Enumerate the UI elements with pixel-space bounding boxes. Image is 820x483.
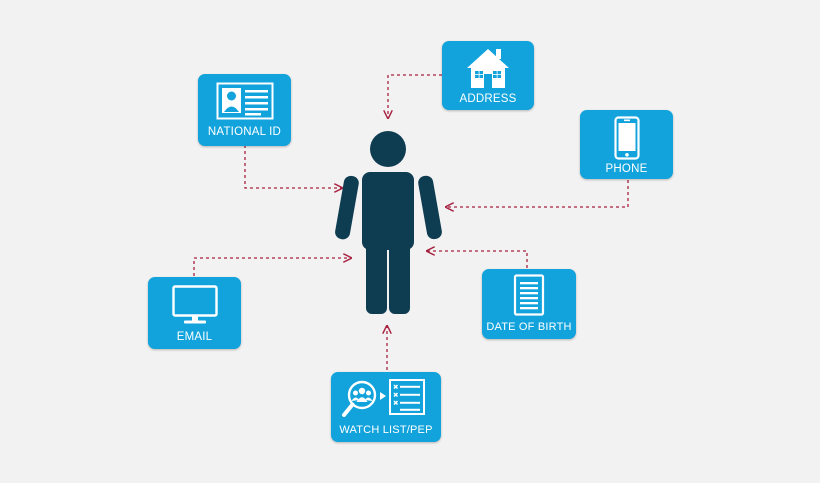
email-label: EMAIL [176,331,213,343]
phone-label: PHONE [605,163,648,175]
address-card: ADDRESS [442,41,534,110]
smartphone-icon [580,116,673,160]
connector-national-id [244,145,342,188]
national-id-card: NATIONAL ID [198,74,291,146]
date-of-birth-label: DATE OF BIRTH [486,321,572,333]
phone-card: PHONE [580,110,673,179]
house-icon [442,46,534,90]
connector-date-of-birth [427,251,528,268]
connector-email [193,258,351,276]
connector-phone [446,180,629,207]
email-card: EMAIL [148,277,241,349]
id-card-icon [198,82,291,120]
computer-monitor-icon [148,285,241,327]
watch-list-label: WATCH LIST/PEP [339,424,433,436]
national-id-label: NATIONAL ID [207,126,282,138]
watch-list-card: WATCH LIST/PEP [331,372,441,442]
person-icon [335,131,442,314]
date-of-birth-card: DATE OF BIRTH [482,269,576,339]
search-people-list-icon [331,377,441,421]
connector-address [388,74,442,118]
document-icon [482,274,576,316]
address-label: ADDRESS [459,93,517,105]
